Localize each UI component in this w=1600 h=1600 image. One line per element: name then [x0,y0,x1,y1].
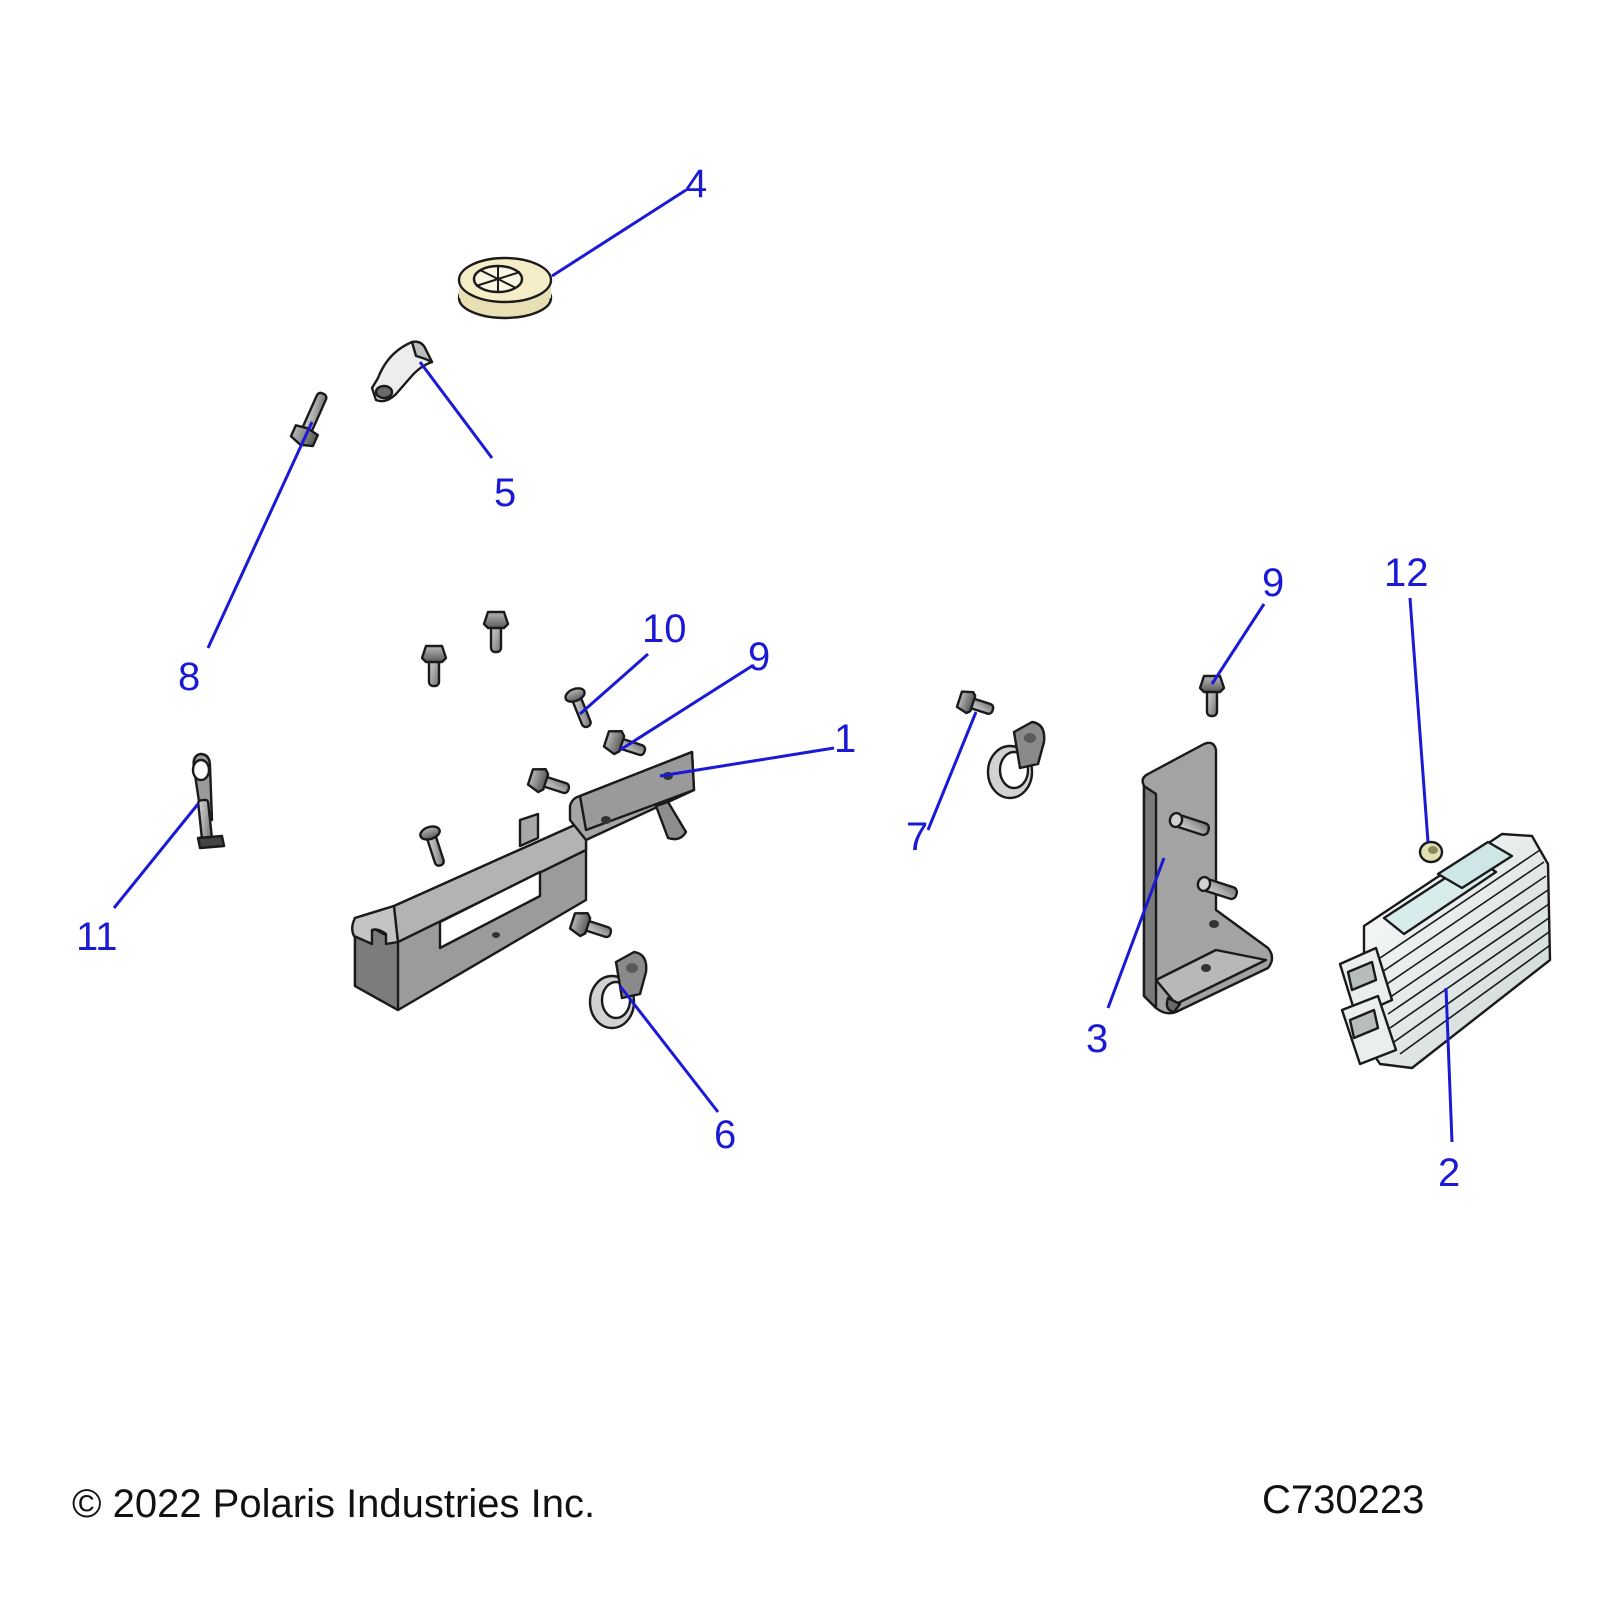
leader-6 [618,985,720,1113]
bolt-9-left [602,730,647,757]
bolt-e [568,912,613,939]
screw-d [417,823,446,868]
leader-2 [1444,987,1454,1143]
leader-lines [112,188,1454,1143]
callout-1: 1 [834,717,856,761]
bolt-b [420,644,448,688]
copyright-notice: © 2022 Polaris Industries Inc. [72,1482,596,1526]
callout-12: 12 [1384,551,1429,595]
leader-9b [1210,603,1266,685]
callout-5: 5 [494,471,516,515]
bolt-upper-part [289,391,328,448]
callout-10: 10 [642,607,687,651]
callout-8: 8 [178,655,200,699]
callout-labels: 4 5 8 10 9 1 11 6 7 9 12 3 2 [76,162,1460,1195]
leader-8 [206,421,314,649]
regulator-bracket-part [1141,741,1274,1015]
callout-6: 6 [714,1113,736,1157]
leader-7 [926,711,978,831]
leader-4 [551,188,687,278]
leader-9a [619,664,753,752]
leader-5 [418,361,494,459]
leader-11 [112,803,200,909]
leader-12 [1408,597,1430,843]
push-rivet-part [191,752,226,850]
callout-4: 4 [685,162,707,206]
nut-part [1418,840,1444,864]
leader-3 [1106,857,1166,1009]
main-mounting-bracket-part [351,750,696,1012]
bolt-c [526,768,571,795]
screw-7-part [955,690,995,715]
callout-9-left: 9 [748,635,770,679]
leader-10 [579,652,649,716]
grommet-part [457,256,553,320]
bolt-a [482,610,510,654]
hose-clamp-upper-part [986,720,1046,800]
drawing-number: C730223 [1262,1478,1425,1522]
callout-11: 11 [76,915,118,959]
leader-1 [659,746,835,778]
callout-3: 3 [1086,1017,1108,1061]
cable-clip-part [370,340,434,403]
callout-2: 2 [1438,1151,1460,1195]
callout-7: 7 [906,815,928,859]
voltage-regulator-part [1338,832,1552,1070]
hose-clamp-lower-part [588,950,648,1030]
callout-9-right: 9 [1262,561,1284,605]
